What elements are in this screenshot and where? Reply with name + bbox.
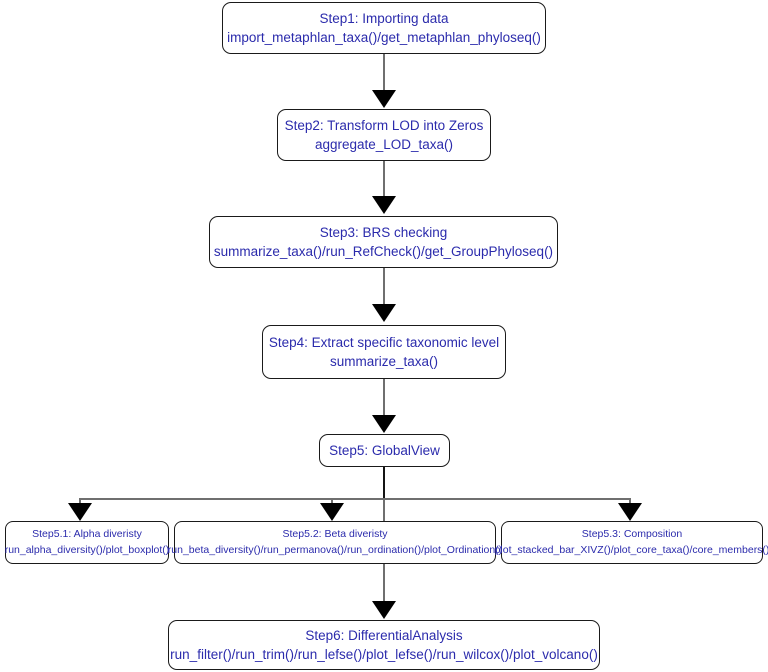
arrow-step2-step3: [372, 196, 396, 214]
connector-step3-step4: [383, 268, 385, 306]
node-step3-title: Step3: BRS checking: [319, 224, 448, 240]
arrow-step1-step2: [372, 90, 396, 108]
node-step1-title: Step1: Importing data: [319, 10, 449, 26]
connector-step2-step3: [383, 161, 385, 198]
node-step5-3-funcs: plot_stacked_bar_XIVZ()/plot_core_taxa()…: [494, 543, 768, 556]
node-step4[interactable]: Step4: Extract specific taxonomic level …: [262, 325, 506, 379]
connector-step4-step5: [383, 379, 385, 417]
node-step5-2-funcs: run_beta_diversity()/run_permanova()/run…: [167, 543, 503, 556]
node-step2[interactable]: Step2: Transform LOD into Zeros aggregat…: [277, 109, 491, 161]
node-step5-1[interactable]: Step5.1: Alpha diveristy run_alpha_diver…: [5, 521, 169, 564]
node-step5-2[interactable]: Step5.2: Beta diveristy run_beta_diversi…: [168, 521, 502, 564]
branch-bus: [80, 498, 631, 500]
connector-step1-step2: [383, 54, 385, 92]
node-step4-funcs: summarize_taxa(): [329, 354, 439, 369]
node-step5-1-funcs: run_alpha_diversity()/plot_boxplot(): [4, 543, 170, 556]
arrow-branch-step5-1: [68, 503, 92, 521]
arrow-step4-step5: [372, 415, 396, 433]
arrow-branch-step5-2: [320, 503, 344, 521]
node-step6-title: Step6: DifferentialAnalysis: [305, 627, 463, 643]
node-step5-title: Step5: GlobalView: [329, 442, 440, 458]
node-step5-3-title: Step5.3: Composition: [581, 527, 683, 540]
node-step2-funcs: aggregate_LOD_taxa(): [314, 137, 454, 152]
node-step6-funcs: run_filter()/run_trim()/run_lefse()/plot…: [170, 647, 598, 662]
node-step1-funcs: import_metaphlan_taxa()/get_metaphlan_ph…: [227, 30, 541, 45]
connector-step5-branch-stem: [383, 467, 386, 500]
node-step5-3[interactable]: Step5.3: Composition plot_stacked_bar_XI…: [495, 521, 768, 564]
node-step1[interactable]: Step1: Importing data import_metaphlan_t…: [222, 2, 546, 54]
arrow-branch-step6: [372, 601, 396, 619]
node-step5-1-title: Step5.1: Alpha diveristy: [32, 527, 142, 540]
node-step6[interactable]: Step6: DifferentialAnalysis run_filter()…: [168, 620, 600, 670]
node-step2-title: Step2: Transform LOD into Zeros: [284, 117, 484, 133]
node-step5-2-title: Step5.2: Beta diveristy: [282, 527, 388, 540]
node-step3[interactable]: Step3: BRS checking summarize_taxa()/run…: [209, 216, 558, 268]
arrow-step3-step4: [372, 304, 396, 322]
node-step5[interactable]: Step5: GlobalView: [319, 434, 450, 467]
arrow-branch-step5-3: [618, 503, 642, 521]
node-step3-funcs: summarize_taxa()/run_RefCheck()/get_Grou…: [213, 244, 554, 259]
node-step4-title: Step4: Extract specific taxonomic level: [268, 334, 500, 350]
